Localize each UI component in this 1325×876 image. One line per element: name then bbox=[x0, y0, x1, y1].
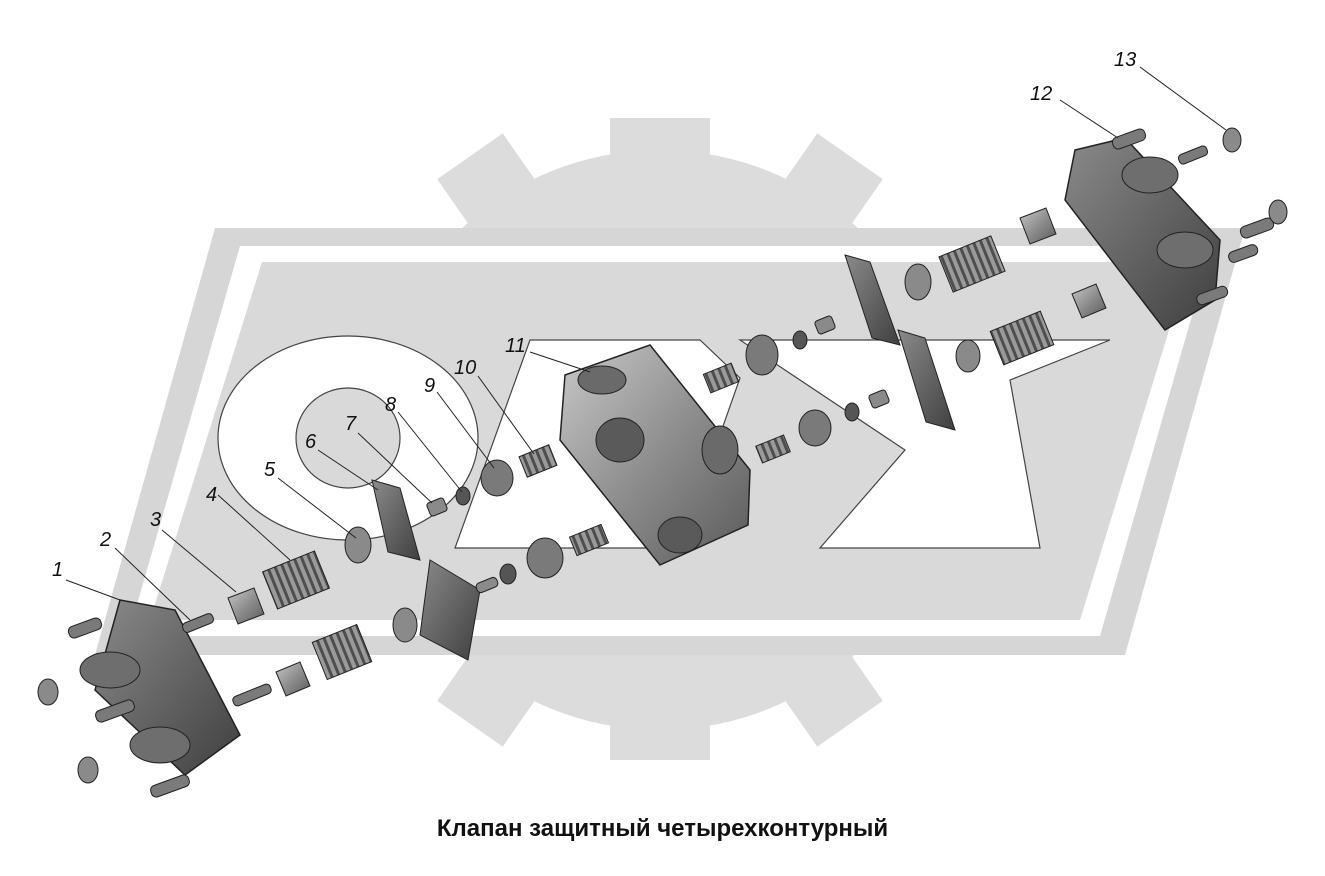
lower-left-parts bbox=[232, 523, 610, 707]
callout-7: 7 bbox=[345, 413, 357, 435]
callout-3: 3 bbox=[150, 509, 162, 531]
lower-right-parts bbox=[755, 283, 1107, 464]
callout-1: 1 bbox=[52, 559, 64, 581]
diagram-caption: Клапан защитный четырехконтурный bbox=[436, 815, 889, 842]
valve-body bbox=[559, 344, 751, 566]
callout-5: 5 bbox=[264, 459, 276, 481]
callout-13: 13 bbox=[1114, 49, 1137, 71]
callout-12: 12 bbox=[1030, 83, 1053, 105]
callout-8: 8 bbox=[385, 394, 397, 416]
callout-6: 6 bbox=[305, 431, 317, 453]
callout-2: 2 bbox=[100, 529, 112, 551]
upper-right-parts bbox=[702, 145, 1209, 394]
callout-11: 11 bbox=[505, 335, 526, 357]
right-cover-assembly bbox=[1064, 127, 1288, 331]
callout-9: 9 bbox=[424, 375, 436, 397]
upper-left-parts bbox=[181, 444, 558, 633]
callout-10: 10 bbox=[454, 357, 477, 379]
left-cover-assembly bbox=[37, 599, 241, 798]
leader-lines bbox=[65, 66, 1227, 621]
callout-4: 4 bbox=[206, 484, 218, 506]
